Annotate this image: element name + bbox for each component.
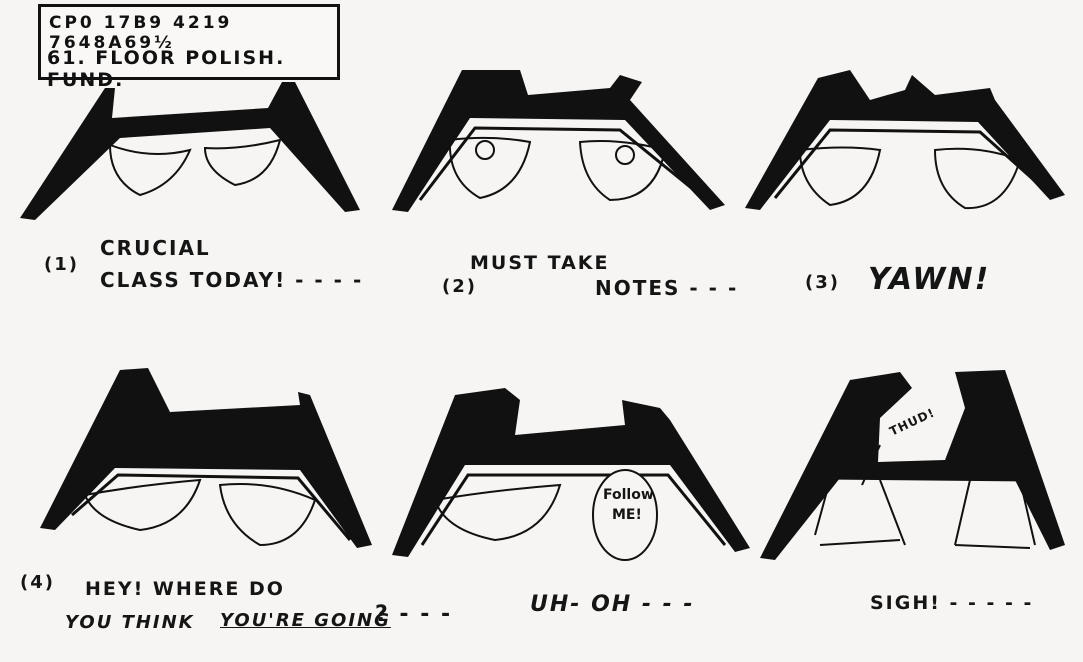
panel-5-drawing [392,388,750,561]
panel-6-drawing [760,370,1065,560]
panel-6-caption-1: SIGH! - - - - - [870,592,1034,614]
panel-2-number: (2) [442,276,477,297]
panel-5-caption-1: UH- OH - - - [530,592,695,617]
panel-4-drawing [40,368,372,548]
panel-4-caption-3: YOU'RE GOING [220,610,391,631]
panel-4-caption-1: HEY! WHERE DO [85,578,285,600]
panel-4-number: (4) [20,572,55,593]
panel-4-caption-4: ? - - - [375,602,453,627]
panel-5-speech-2: ME! [612,507,642,523]
panel-1-caption-1: CRUCIAL [100,236,211,260]
panel-3-number: (3) [805,272,840,293]
panel-2-caption-2: NOTES - - - [595,276,739,300]
panel-1-number: (1) [44,254,79,275]
panel-4-caption-2: YOU THINK [65,612,195,633]
label-line-2: 61. FLOOR POLISH. FUND. [47,47,286,91]
panel-1-caption-2: CLASS TODAY! - - - - [100,268,364,292]
inventory-label: CP0 17B9 4219 7648A69½ 61. FLOOR POLISH.… [38,4,340,91]
panel-3-caption-1: YAWN! [868,262,991,297]
label-line-1: CP0 17B9 4219 7648A69½ [49,13,233,53]
panel-2-caption-1: MUST TAKE [470,252,610,274]
panel-5-speech-1: Follow [603,487,654,503]
panel-1-drawing [20,82,360,220]
panel-3-drawing [745,70,1065,210]
panel-2-drawing [392,70,725,212]
